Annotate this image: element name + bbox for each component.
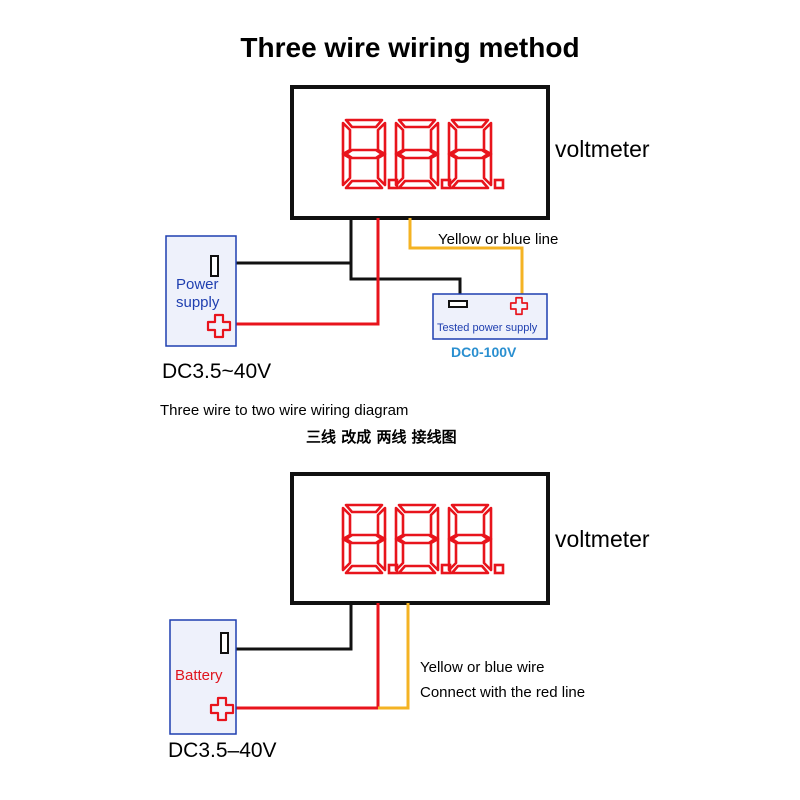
bottom-voltmeter — [290, 472, 550, 605]
top-voltmeter — [290, 85, 550, 220]
tested-power-supply-label: Tested power supply — [437, 322, 538, 334]
tested-power-supply-box — [432, 293, 548, 340]
bottom-voltmeter-label: voltmeter — [555, 526, 650, 552]
top-signal-wire-label: Yellow or blue line — [438, 231, 558, 248]
minus-terminal-icon — [210, 255, 219, 277]
top-voltmeter-label: voltmeter — [555, 136, 650, 162]
battery-label: Battery — [175, 667, 223, 684]
top-wires — [236, 218, 524, 326]
diagram-title: Three wire wiring method — [240, 32, 579, 63]
bottom-note-line-2: Connect with the red line — [420, 684, 585, 701]
power-supply-label-2: supply — [176, 294, 220, 311]
battery-voltage: DC3.5–40V — [168, 739, 277, 762]
bottom-wires — [236, 603, 410, 710]
battery-box — [169, 619, 237, 735]
power-supply-voltage: DC3.5~40V — [162, 360, 271, 383]
tested-minus-terminal-icon — [448, 300, 468, 308]
caption-english: Three wire to two wire wiring diagram — [160, 402, 408, 419]
battery-minus-terminal-icon — [220, 632, 229, 654]
tested-power-supply-range: DC0-100V — [451, 344, 517, 360]
power-supply-label-1: Power — [176, 276, 219, 293]
power-supply-box — [165, 235, 237, 347]
caption-chinese: 三线 改成 两线 接线图 — [306, 428, 457, 446]
bottom-note-line-1: Yellow or blue wire — [420, 659, 545, 676]
